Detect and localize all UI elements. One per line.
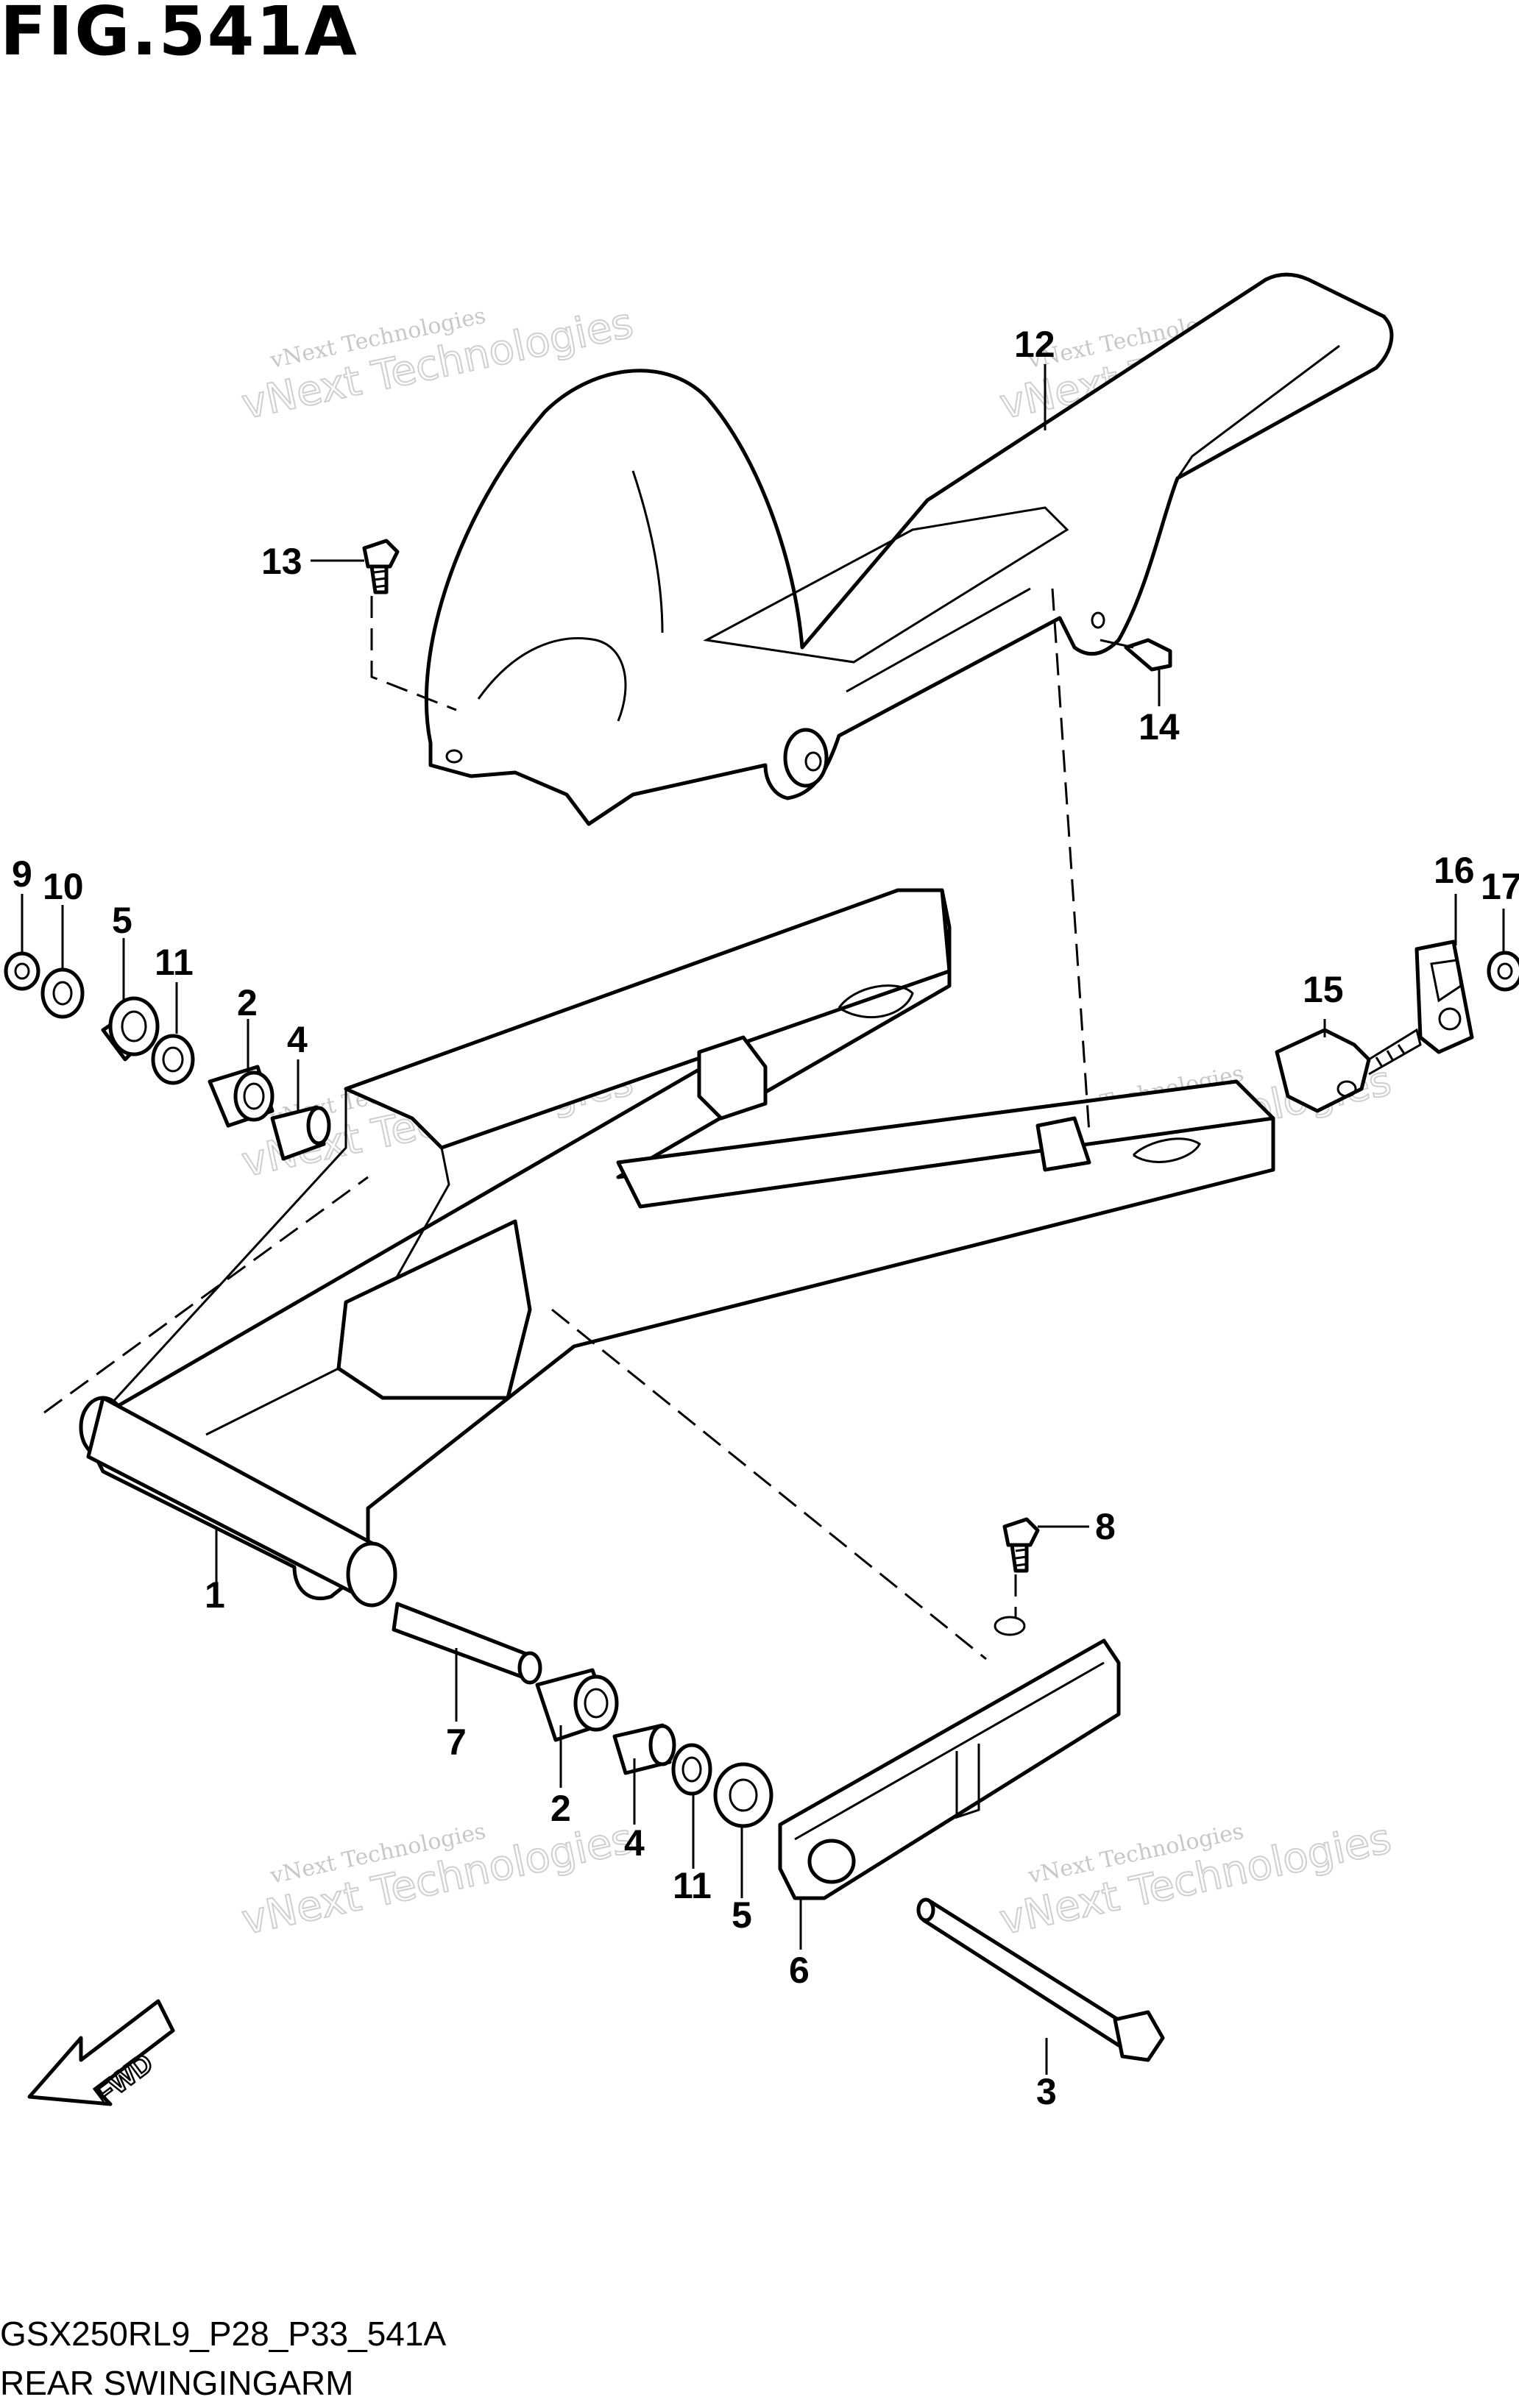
forward-direction-arrow: FWD (27, 1999, 175, 2112)
callout-17: 17 (1481, 866, 1519, 907)
pivot-bolt-part-3 (916, 1897, 1165, 2062)
spacer-part-4a (270, 1105, 331, 1161)
callout-4a: 4 (287, 1019, 308, 1060)
callout-5a: 5 (112, 900, 132, 941)
nut-part-9 (4, 951, 40, 991)
bolt-part-8 (1002, 1517, 1040, 1573)
callout-13: 13 (261, 541, 302, 582)
dust-seal-part-5a (101, 996, 160, 1062)
callout-10: 10 (43, 866, 84, 907)
callout-11a: 11 (155, 942, 194, 983)
leader-lines (21, 364, 1505, 2075)
hardware-parts (4, 539, 1519, 2062)
callout-14: 14 (1139, 706, 1180, 747)
screw-part-13 (362, 539, 400, 594)
nut-part-17 (1487, 951, 1519, 992)
callout-8: 8 (1095, 1506, 1116, 1547)
callout-1: 1 (205, 1574, 225, 1616)
washer-part-10 (40, 967, 85, 1019)
figure-title: FIG.541A (0, 0, 358, 71)
callout-11b: 11 (673, 1865, 712, 1906)
dust-seal-part-5b (713, 1762, 773, 1828)
adjuster-plate-part-16 (1414, 940, 1474, 1054)
callout-5b: 5 (732, 1894, 752, 1936)
washer-part-11a (151, 1034, 195, 1085)
watermark: vNext Technologies vNext Technologies (995, 1814, 1396, 1945)
swingarm-part-1 (79, 888, 1275, 1608)
diagram-caption: REAR SWINGINGARM (0, 2364, 354, 2402)
spacer-part-4b (612, 1723, 676, 1775)
callout-4b: 4 (624, 1822, 645, 1864)
chain-cover-part-12 (425, 272, 1394, 826)
callout-15: 15 (1303, 969, 1344, 1010)
alignment-lines (43, 588, 1091, 1661)
screw-part-14 (1100, 638, 1172, 672)
needle-bearing-part-2b (535, 1668, 619, 1742)
callout-12: 12 (1014, 324, 1055, 365)
callout-6: 6 (789, 1950, 810, 1991)
callout-2a: 2 (237, 982, 258, 1023)
callout-16: 16 (1434, 850, 1475, 891)
callout-2b: 2 (550, 1788, 571, 1829)
callout-labels: 1 2 2 3 4 4 5 5 6 7 8 9 10 11 11 12 13 1… (12, 324, 1519, 2112)
callout-7: 7 (446, 1722, 467, 1763)
pivot-shaft-part-7 (392, 1602, 542, 1685)
needle-bearing-part-2a (208, 1065, 275, 1128)
callout-9: 9 (12, 853, 32, 895)
callout-3: 3 (1036, 2071, 1057, 2112)
watermark: vNext Technologies vNext Technologies (237, 1814, 638, 1945)
model-code: GSX250RL9_P28_P33_541A (0, 2315, 447, 2353)
washer-part-11b (671, 1743, 712, 1796)
chain-guide-part-6 (778, 1616, 1121, 1900)
